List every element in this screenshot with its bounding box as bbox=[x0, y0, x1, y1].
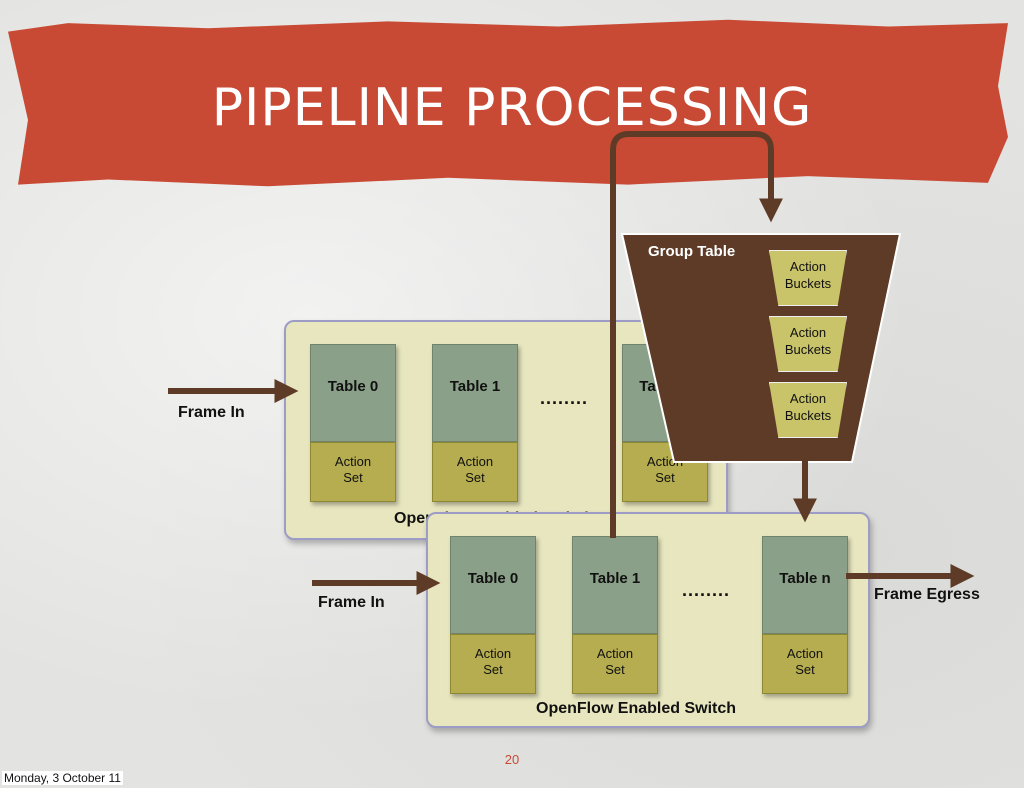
table-flow-entries bbox=[310, 344, 396, 442]
table-action-set bbox=[432, 442, 518, 502]
table-name: Table 0 bbox=[467, 570, 519, 587]
bucket-shape bbox=[769, 382, 847, 438]
table-action-set bbox=[572, 634, 658, 694]
table-name: Table 1 bbox=[589, 570, 641, 587]
group-table-label: Group Table bbox=[648, 243, 736, 260]
table-name: Table 1 bbox=[449, 378, 501, 395]
table-ellipsis: ........ bbox=[540, 388, 589, 408]
bucket-shape bbox=[769, 316, 847, 372]
frame-egress-label: Frame Egress bbox=[874, 586, 980, 603]
date-stamp: Monday, 3 October 11 bbox=[2, 771, 123, 785]
title-banner bbox=[8, 19, 1008, 187]
table-ellipsis: ........ bbox=[682, 580, 731, 600]
table1-to-group-arrow bbox=[610, 131, 783, 538]
table-flow-entries bbox=[762, 536, 848, 634]
front-frame-in-label: Frame In bbox=[318, 594, 385, 611]
table-name: Table 0 bbox=[327, 378, 379, 395]
switch-label: OpenFlow Enabled Switch bbox=[536, 700, 737, 717]
table-action-set bbox=[310, 442, 396, 502]
table-flow-entries bbox=[450, 536, 536, 634]
slide-title: PIPELINE PROCESSING bbox=[211, 78, 813, 138]
table-action-set bbox=[450, 634, 536, 694]
table-flow-entries bbox=[432, 344, 518, 442]
table-flow-entries bbox=[572, 536, 658, 634]
table-action-set bbox=[762, 634, 848, 694]
table-name: Table n bbox=[779, 570, 831, 587]
back-frame-in-label: Frame In bbox=[178, 404, 245, 421]
page-number: 20 bbox=[504, 752, 520, 767]
